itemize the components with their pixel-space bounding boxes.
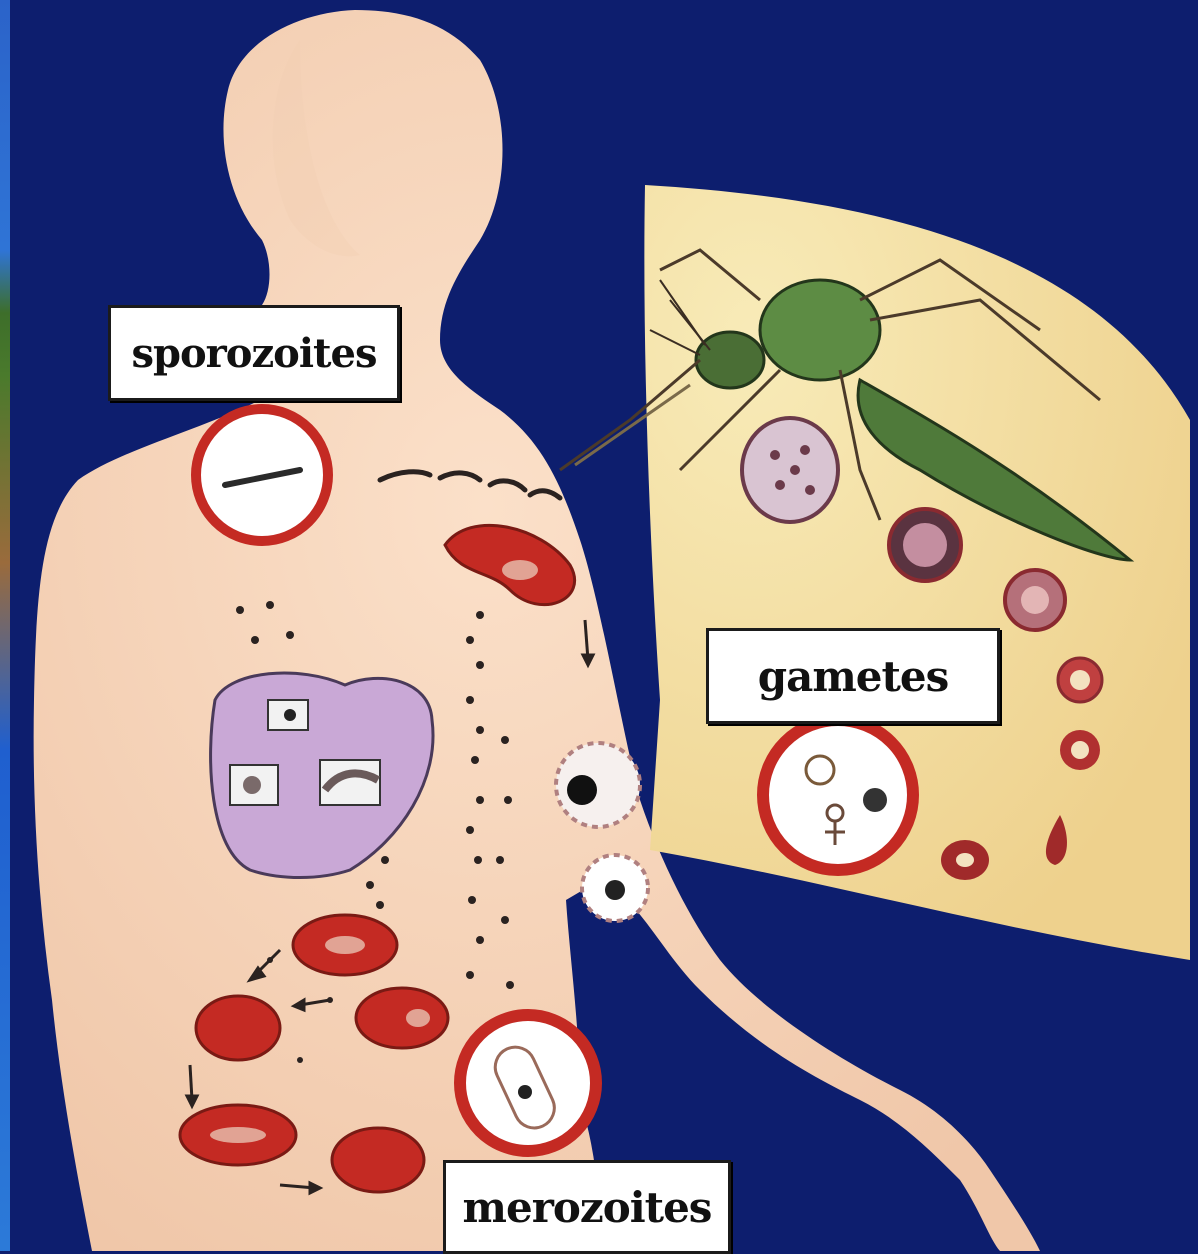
sporozoite-cell <box>196 409 328 541</box>
merozoites-label: merozoites <box>443 1160 731 1254</box>
mosquito-thorax <box>760 280 880 380</box>
mosquito-head <box>696 332 764 388</box>
fertilization-cell <box>763 720 913 870</box>
mosquito-stage-wedge <box>560 185 1190 960</box>
merozoite-cell <box>460 1015 596 1151</box>
gametes-label: gametes <box>706 628 1000 724</box>
sporozoites-label: sporozoites <box>108 305 400 401</box>
